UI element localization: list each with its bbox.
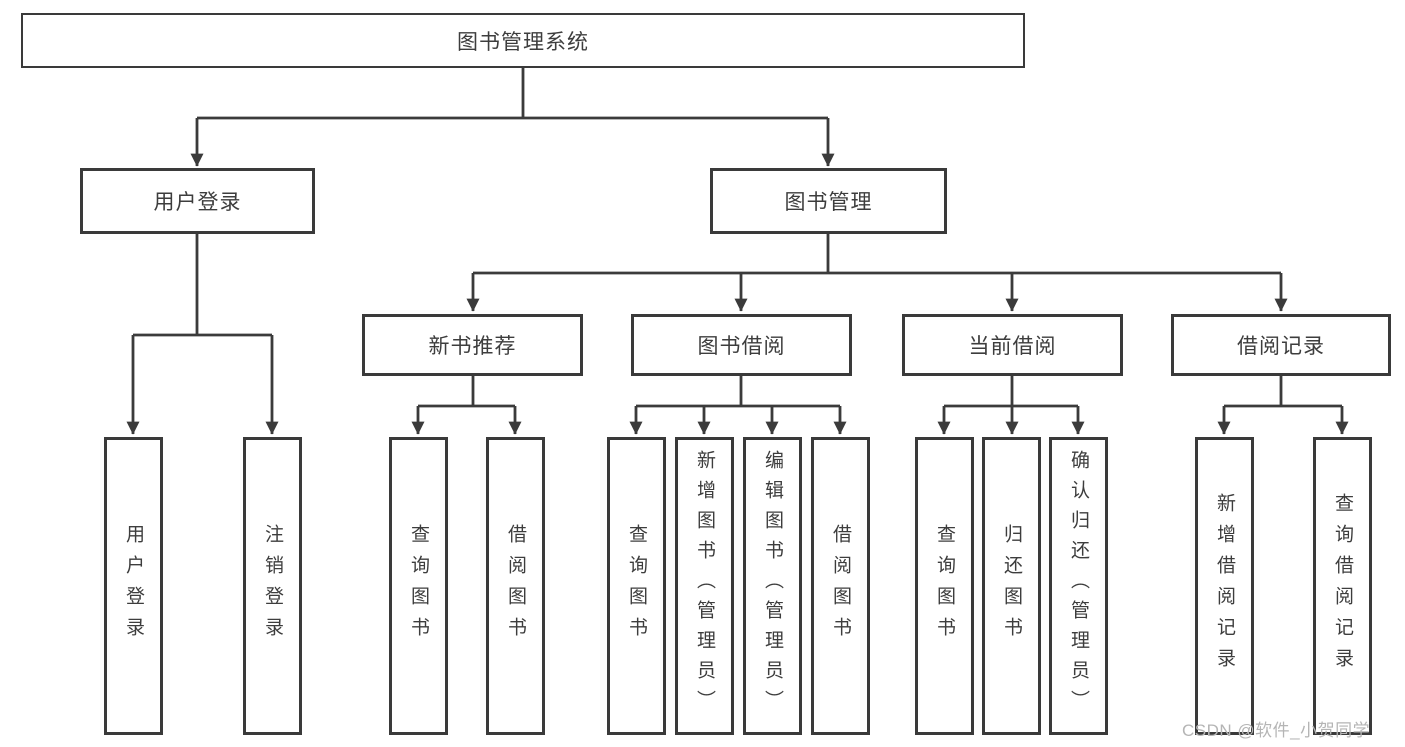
node-label: 用户登录 xyxy=(123,524,144,648)
node-current-borrowing: 当前借阅 xyxy=(902,314,1123,376)
leaf-query-borrow-record: 查询借阅记录 xyxy=(1313,437,1372,735)
leaf-user-login: 用户登录 xyxy=(104,437,163,735)
node-label: 新书推荐 xyxy=(428,335,517,358)
node-label: 查询图书 xyxy=(934,524,955,648)
node-label: 编辑图书（管理员） xyxy=(762,450,783,720)
leaf-edit-books-admin: 编辑图书（管理员） xyxy=(743,437,802,735)
leaf-add-books-admin: 新增图书（管理员） xyxy=(675,437,734,735)
node-label: 查询图书 xyxy=(626,524,647,648)
node-label: 当前借阅 xyxy=(968,335,1057,358)
node-label: 图书借阅 xyxy=(697,335,786,358)
leaf-borrow-books-1: 借阅图书 xyxy=(486,437,545,735)
node-label: 注销登录 xyxy=(262,524,283,648)
leaf-return-books: 归还图书 xyxy=(982,437,1041,735)
node-borrowing-records: 借阅记录 xyxy=(1171,314,1391,376)
csdn-watermark: CSDN @软件_小贺同学 xyxy=(1182,721,1371,740)
leaf-add-borrow-record: 新增借阅记录 xyxy=(1195,437,1254,735)
node-label: 查询借阅记录 xyxy=(1332,493,1353,679)
node-book-borrowing: 图书借阅 xyxy=(631,314,852,376)
node-root-library-management-system: 图书管理系统 xyxy=(21,13,1025,68)
node-book-management: 图书管理 xyxy=(710,168,947,234)
leaf-query-books-2: 查询图书 xyxy=(607,437,666,735)
leaf-borrow-books-2: 借阅图书 xyxy=(811,437,870,735)
node-label: 图书管理 xyxy=(784,191,873,214)
node-label: 借阅图书 xyxy=(830,524,851,648)
leaf-logout: 注销登录 xyxy=(243,437,302,735)
node-label: 查询图书 xyxy=(408,524,429,648)
leaf-query-books-1: 查询图书 xyxy=(389,437,448,735)
node-label: 图书管理系统 xyxy=(457,30,589,54)
node-label: 借阅图书 xyxy=(505,524,526,648)
node-user-login: 用户登录 xyxy=(80,168,315,234)
node-label: 借阅记录 xyxy=(1237,335,1325,358)
node-label: 新增图书（管理员） xyxy=(694,450,715,720)
leaf-confirm-return-admin: 确认归还（管理员） xyxy=(1049,437,1108,735)
node-label: 归还图书 xyxy=(1001,524,1022,648)
node-label: 新增借阅记录 xyxy=(1214,493,1235,679)
leaf-query-books-3: 查询图书 xyxy=(915,437,974,735)
node-label: 用户登录 xyxy=(153,191,242,214)
node-label: 确认归还（管理员） xyxy=(1068,450,1089,720)
node-new-book-recommendation: 新书推荐 xyxy=(362,314,583,376)
